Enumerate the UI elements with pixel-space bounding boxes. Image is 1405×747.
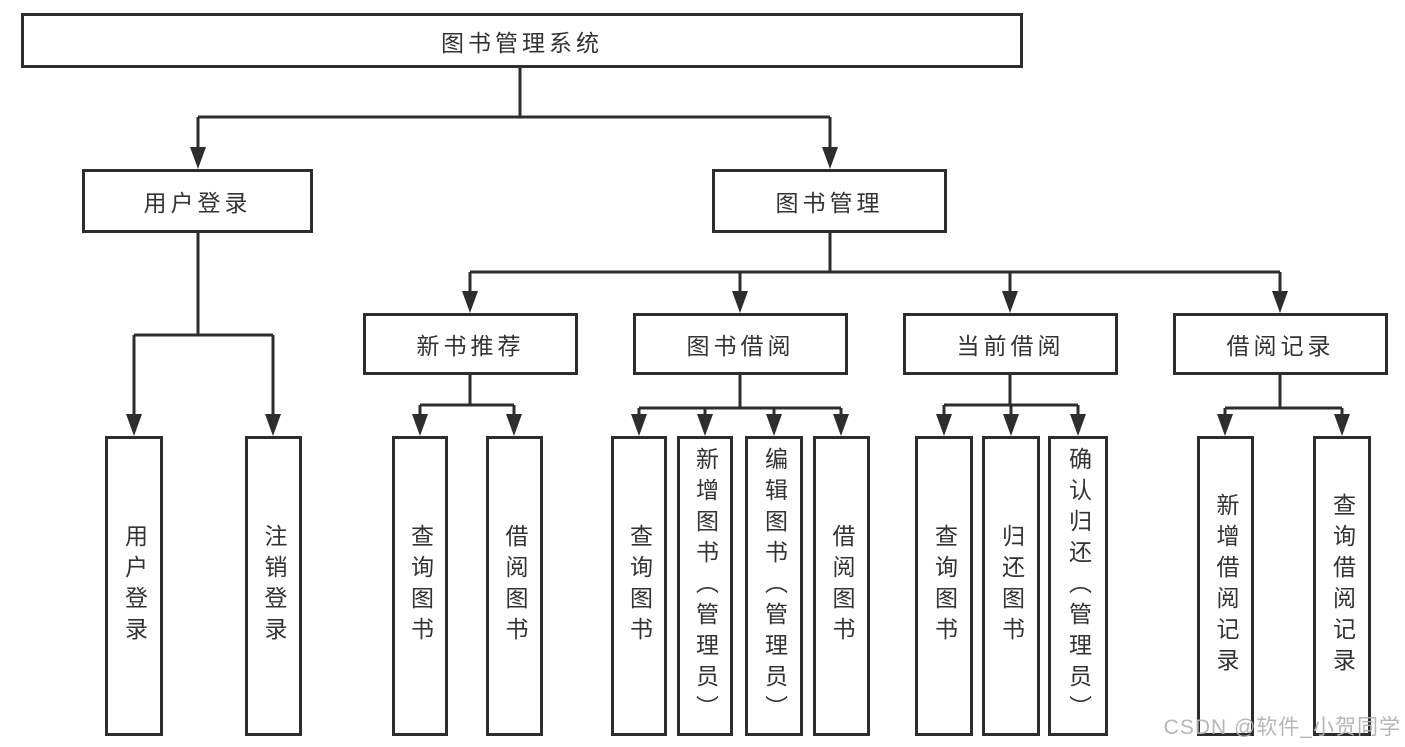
leaf-query-books-current: 查询图书: [915, 436, 973, 736]
leaf-label: 新增借阅记录: [1213, 493, 1239, 679]
leaf-label: 查询图书: [626, 524, 653, 648]
leaf-label: 查询图书: [407, 524, 434, 648]
leaf-add-book-admin: 新增图书（管理员）: [677, 436, 733, 736]
node-new-book-recommendation: 新书推荐: [363, 313, 578, 375]
leaf-query-books-borrow: 查询图书: [611, 436, 667, 736]
leaf-label: 注销登录: [261, 524, 287, 648]
leaf-query-borrow-record: 查询借阅记录: [1313, 436, 1371, 736]
node-book-management: 图书管理: [712, 169, 947, 233]
leaf-return-book: 归还图书: [982, 436, 1040, 736]
node-book-borrowing: 图书借阅: [633, 313, 848, 375]
node-user-login: 用户登录: [82, 169, 313, 233]
leaf-confirm-return-admin: 确认归还（管理员）: [1048, 436, 1108, 736]
leaf-label: 查询借阅记录: [1329, 493, 1356, 679]
leaf-borrow-books-recommend: 借阅图书: [486, 436, 543, 736]
leaf-label: 编辑图书（管理员）: [761, 446, 788, 726]
leaf-query-books-recommend: 查询图书: [392, 436, 448, 736]
leaf-borrow-books: 借阅图书: [813, 436, 870, 736]
leaf-label: 用户登录: [121, 524, 148, 648]
leaf-label: 查询图书: [931, 524, 958, 648]
leaf-label: 归还图书: [998, 524, 1025, 648]
leaf-label: 新增图书（管理员）: [692, 446, 719, 726]
csdn-watermark: CSDN @软件_小贺同学: [1163, 716, 1401, 739]
leaf-label: 确认归还（管理员）: [1065, 446, 1092, 726]
leaf-logout: 注销登录: [245, 436, 302, 736]
leaf-label: 借阅图书: [502, 524, 528, 648]
leaf-add-borrow-record: 新增借阅记录: [1197, 436, 1254, 736]
leaf-label: 借阅图书: [829, 524, 855, 648]
node-library-management-system: 图书管理系统: [21, 13, 1023, 68]
node-borrowing-records: 借阅记录: [1173, 313, 1388, 375]
node-current-borrowing: 当前借阅: [903, 313, 1118, 375]
leaf-edit-book-admin: 编辑图书（管理员）: [745, 436, 803, 736]
leaf-user-login: 用户登录: [105, 436, 163, 736]
